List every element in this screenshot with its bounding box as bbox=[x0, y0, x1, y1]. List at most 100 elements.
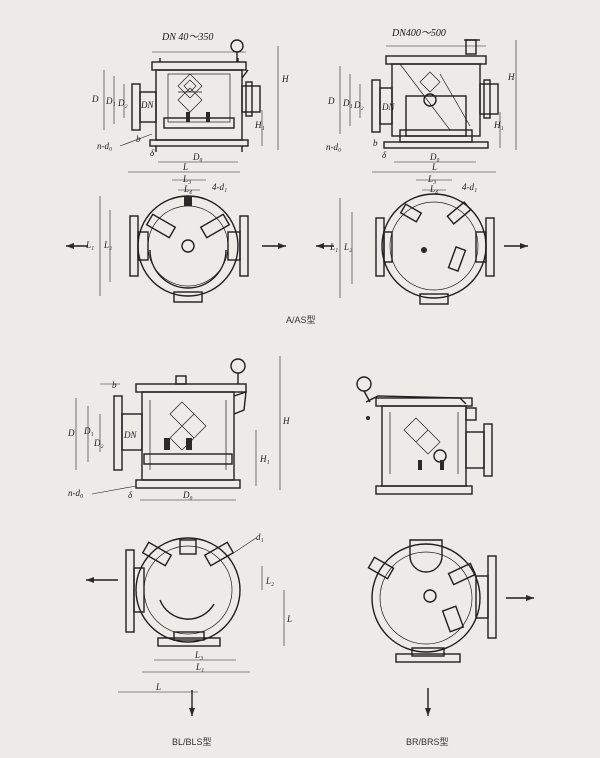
dim-b: b bbox=[136, 134, 141, 144]
plan-outlet-flange bbox=[239, 215, 249, 277]
bl-dim-H: H bbox=[282, 416, 290, 426]
dim-H-large: H bbox=[507, 72, 515, 82]
strainer-body bbox=[155, 69, 243, 141]
bl-body bbox=[141, 391, 235, 481]
flow-arrow-out bbox=[278, 243, 286, 249]
outlet-pipe bbox=[241, 85, 261, 113]
br-plan-top-boss bbox=[409, 539, 443, 573]
plan-body-outer bbox=[137, 195, 239, 297]
bl-dim-L-vert: L bbox=[286, 614, 292, 624]
dim-D-large: D bbox=[327, 96, 335, 106]
dim-DN-large: DN bbox=[381, 102, 395, 112]
br-type-plan bbox=[367, 539, 534, 716]
dim-nd0: n-d₀ bbox=[97, 141, 112, 151]
plan-inlet-flange-large bbox=[375, 217, 385, 277]
dim-L2-large: L₂ bbox=[343, 242, 352, 252]
bl-dim-L3: L₃ bbox=[194, 650, 203, 660]
dim-DN: DN bbox=[140, 100, 154, 110]
bl-cover bbox=[135, 383, 247, 393]
dim-L1: L₁ bbox=[85, 240, 94, 250]
inlet-flange bbox=[131, 83, 141, 131]
bl-bottom-flange bbox=[135, 479, 241, 489]
br-cover bbox=[375, 397, 473, 407]
eyebolt bbox=[230, 39, 244, 53]
dn-small-title: DN 40～350 bbox=[161, 32, 213, 43]
dim-4d1: 4-d₁ bbox=[212, 182, 227, 192]
bl-mesh bbox=[169, 401, 207, 451]
dim-b-large: b bbox=[373, 138, 378, 148]
bl-dim-D0: D₀ bbox=[182, 490, 193, 500]
dim-4d1-large: 4-d₁ bbox=[462, 182, 477, 192]
dim-nd0-large: n-d₀ bbox=[326, 142, 341, 152]
bl-dim-D: D bbox=[67, 428, 75, 438]
br-body bbox=[381, 405, 467, 487]
dim-delta-large: δ bbox=[382, 150, 387, 160]
dim-L-large: L bbox=[431, 162, 437, 172]
basket bbox=[167, 73, 231, 123]
dim-L4-large: L₄ bbox=[429, 184, 438, 194]
bl-inlet-flange bbox=[113, 395, 123, 471]
a-type-large-plan: L L₃ L₄ 4-d₁ L₁ L₂ bbox=[316, 162, 528, 305]
br-outlet-pipe bbox=[465, 431, 485, 469]
bl-dim-D1: D₁ bbox=[83, 426, 94, 436]
bl-dim-L1: L₁ bbox=[195, 662, 204, 672]
flow-arrow-in bbox=[66, 243, 74, 249]
dim-D0: D₀ bbox=[192, 152, 203, 162]
bl-dim-H1: H₁ bbox=[259, 454, 270, 464]
dim-D0-large: D₀ bbox=[429, 152, 440, 162]
outlet-pipe-large bbox=[479, 83, 499, 115]
dim-D1: D₁ bbox=[105, 96, 116, 106]
dim-L4: L₄ bbox=[183, 184, 192, 194]
bl-dim-L2: L₂ bbox=[265, 576, 274, 586]
mesh-pattern bbox=[177, 73, 203, 113]
bolt-boss-right bbox=[199, 213, 231, 239]
dim-L3: L₃ bbox=[182, 174, 191, 184]
dn-large-title: DN400～500 bbox=[391, 28, 446, 39]
bl-type-plan: d₁ L₂ L L₃ L₁ L bbox=[86, 532, 292, 716]
caption-bl-bls: BL/BLS型 bbox=[172, 737, 212, 747]
dim-H1: H₁ bbox=[254, 120, 265, 130]
plan-foot bbox=[173, 291, 203, 303]
cover-plate-large bbox=[385, 55, 487, 65]
bl-plan-bottom-flange bbox=[157, 637, 221, 647]
bl-plan-body bbox=[135, 537, 241, 643]
center-drain bbox=[181, 239, 195, 253]
bl-dim-b: b bbox=[112, 380, 117, 390]
bottom-flange-large bbox=[383, 141, 489, 149]
dim-H: H bbox=[281, 74, 289, 84]
inlet-pipe bbox=[139, 91, 157, 123]
br-type-elevation bbox=[356, 376, 493, 495]
plan-outlet-flange-large bbox=[485, 217, 495, 277]
dim-delta: δ bbox=[150, 148, 155, 158]
dim-L3-large: L₃ bbox=[427, 174, 436, 184]
bl-dim-nd0: n-d₀ bbox=[68, 488, 83, 498]
bottom-flange bbox=[149, 139, 249, 147]
dim-D: D bbox=[91, 94, 99, 104]
bl-dim-delta: δ bbox=[128, 490, 133, 500]
bl-dim-DN: DN bbox=[123, 430, 137, 440]
bl-dim-D2: D₂ bbox=[93, 438, 104, 448]
basket-base bbox=[163, 117, 235, 129]
a-type-small-plan: L L₃ L₄ 4-d₁ L₁ L₂ bbox=[66, 162, 286, 303]
bl-dim-d1: d₁ bbox=[256, 532, 264, 542]
br-bottom-flange bbox=[375, 485, 473, 495]
plan-inlet-flange bbox=[129, 215, 139, 277]
dim-D2-large: D₂ bbox=[353, 100, 364, 110]
caption-a-as: A/AS型 bbox=[286, 315, 316, 325]
bl-plan-inlet-flange bbox=[125, 549, 135, 633]
dim-L: L bbox=[182, 162, 188, 172]
dim-D2: D₂ bbox=[117, 98, 128, 108]
a-type-small-elevation: DN 40～350 D D₁ D₂ DN bbox=[91, 32, 289, 163]
bl-dim-L-horiz: L bbox=[155, 682, 161, 692]
br-plan-outlet-flange bbox=[487, 555, 497, 639]
bl-type-elevation: b D D₁ D₂ DN H H₁ n-d₀ δ D₀ bbox=[67, 356, 290, 501]
br-plan-body bbox=[371, 543, 481, 653]
dim-L1-large: L₁ bbox=[329, 242, 338, 252]
dim-H1-large: H₁ bbox=[493, 120, 504, 130]
dim-L2: L₂ bbox=[103, 240, 112, 250]
bolt-boss-left bbox=[145, 213, 177, 239]
dim-D1-large: D₁ bbox=[342, 98, 353, 108]
a-type-large-elevation: DN400～500 D D₁ D₂ DN H H₁ n-d₀ b δ D₀ bbox=[326, 28, 517, 163]
